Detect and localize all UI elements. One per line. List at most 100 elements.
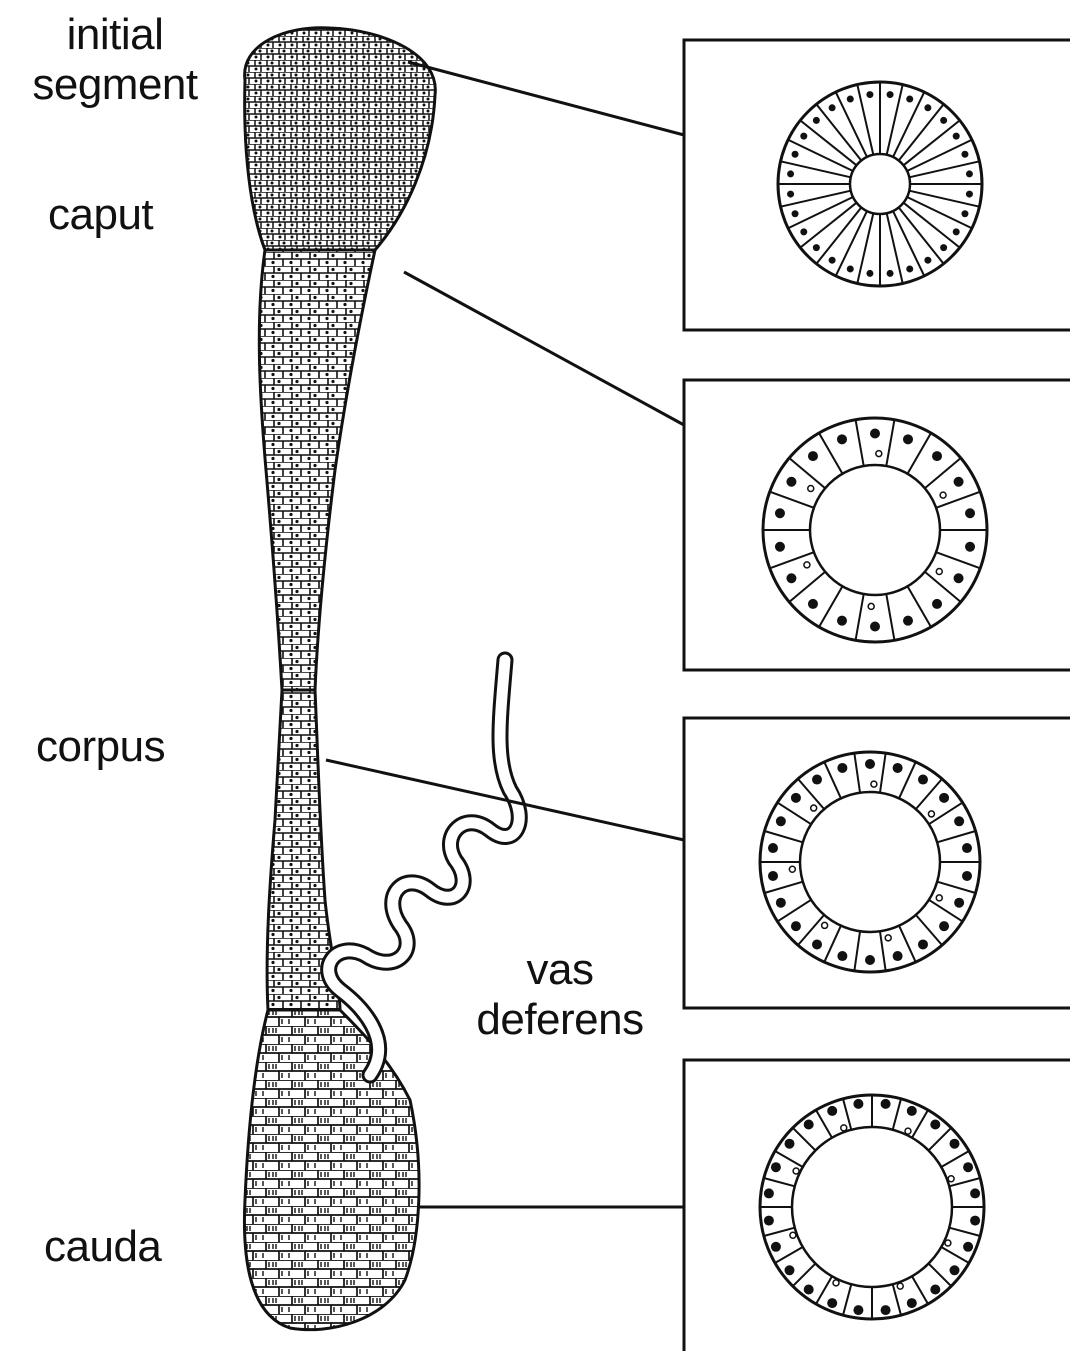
- cell-nucleus: [787, 191, 794, 198]
- cell-nucleus: [865, 759, 875, 769]
- cell-nucleus: [792, 210, 799, 217]
- cell-nucleus: [918, 775, 928, 785]
- cell-nucleus: [870, 622, 880, 632]
- cell-nucleus: [776, 816, 786, 826]
- cell-nucleus: [932, 599, 942, 609]
- cell-nucleus: [966, 191, 973, 198]
- cell-nucleus: [865, 955, 875, 965]
- cell-nucleus: [764, 1188, 774, 1198]
- cell-nucleus: [768, 843, 778, 853]
- cell-nucleus: [893, 763, 903, 773]
- cross-section-corpus-lumen: [800, 792, 940, 932]
- cell-nucleus: [950, 1265, 960, 1275]
- cell-nucleus: [812, 775, 822, 785]
- cell-nucleus: [786, 573, 796, 583]
- caput-body: [259, 250, 375, 690]
- cell-nucleus: [786, 477, 796, 487]
- cross-section-corpus: [684, 718, 1070, 1008]
- cell-nucleus: [907, 1106, 917, 1116]
- leader-line-initial-segment: [408, 62, 684, 135]
- cell-nucleus: [837, 616, 847, 626]
- cell-nucleus: [954, 898, 964, 908]
- cross-section-cauda-lumen: [792, 1127, 952, 1287]
- cell-nucleus: [970, 1188, 980, 1198]
- cell-nucleus: [870, 429, 880, 439]
- cell-nucleus: [954, 477, 964, 487]
- cell-nucleus: [950, 1139, 960, 1149]
- cell-nucleus: [924, 257, 931, 264]
- cell-nucleus: [775, 508, 785, 518]
- cell-nucleus: [853, 1305, 863, 1315]
- label-initial-segment-line1: initial: [10, 10, 220, 60]
- cell-nucleus: [866, 270, 873, 277]
- cell-nucleus: [932, 451, 942, 461]
- cell-nucleus: [953, 133, 960, 140]
- cell-nucleus: [887, 270, 894, 277]
- cross-section-caput: [684, 380, 1070, 670]
- cell-nucleus: [776, 898, 786, 908]
- cell-nucleus: [784, 1139, 794, 1149]
- cell-nucleus: [808, 599, 818, 609]
- cell-nucleus: [966, 170, 973, 177]
- cell-nucleus: [962, 871, 972, 881]
- cell-nucleus: [813, 244, 820, 251]
- label-vas-deferens: vas deferens: [455, 945, 665, 1045]
- cell-nucleus: [764, 1216, 774, 1226]
- cauda-body: [244, 1010, 419, 1330]
- cell-nucleus: [940, 244, 947, 251]
- cell-nucleus: [771, 1242, 781, 1252]
- cell-nucleus: [775, 542, 785, 552]
- cell-nucleus: [940, 117, 947, 124]
- cell-nucleus: [906, 96, 913, 103]
- cross-section-initial-segment-lumen: [850, 154, 910, 214]
- cross-section-initial-segment: [684, 40, 1070, 330]
- cell-nucleus: [792, 151, 799, 158]
- cell-nucleus: [800, 133, 807, 140]
- cell-nucleus: [787, 170, 794, 177]
- cell-nucleus: [906, 265, 913, 272]
- cell-nucleus: [791, 921, 801, 931]
- cell-nucleus: [829, 257, 836, 264]
- cell-nucleus: [800, 228, 807, 235]
- epididymis-body: [244, 28, 435, 1330]
- cell-nucleus: [837, 763, 847, 773]
- cell-nucleus: [961, 210, 968, 217]
- cell-nucleus: [847, 265, 854, 272]
- cell-nucleus: [881, 1099, 891, 1109]
- cell-nucleus: [954, 816, 964, 826]
- cell-nucleus: [963, 1242, 973, 1252]
- cell-nucleus: [965, 542, 975, 552]
- cell-nucleus: [866, 91, 873, 98]
- cross-section-cauda: [684, 1060, 1070, 1351]
- cell-nucleus: [965, 508, 975, 518]
- cell-nucleus: [887, 91, 894, 98]
- cell-nucleus: [813, 117, 820, 124]
- cell-nucleus: [930, 1285, 940, 1295]
- label-initial-segment-line2: segment: [10, 60, 220, 110]
- cell-nucleus: [812, 939, 822, 949]
- cell-nucleus: [918, 939, 928, 949]
- cell-nucleus: [963, 1162, 973, 1172]
- cell-nucleus: [881, 1305, 891, 1315]
- label-caput: caput: [48, 190, 153, 240]
- initial-segment-head: [245, 28, 436, 250]
- cell-nucleus: [837, 434, 847, 444]
- cell-nucleus: [930, 1119, 940, 1129]
- label-initial-segment: initial segment: [10, 10, 220, 110]
- cell-nucleus: [903, 616, 913, 626]
- cell-nucleus: [847, 96, 854, 103]
- cell-nucleus: [939, 921, 949, 931]
- cell-nucleus: [853, 1099, 863, 1109]
- leader-line-caput: [404, 272, 684, 425]
- cell-nucleus: [939, 793, 949, 803]
- label-vas-deferens-line1: vas: [455, 945, 665, 995]
- label-cauda: cauda: [44, 1222, 161, 1272]
- cell-nucleus: [784, 1265, 794, 1275]
- cross-section-caput-lumen: [810, 465, 940, 595]
- cell-nucleus: [837, 951, 847, 961]
- cell-nucleus: [804, 1119, 814, 1129]
- label-corpus: corpus: [36, 722, 165, 772]
- cell-nucleus: [827, 1298, 837, 1308]
- cell-nucleus: [791, 793, 801, 803]
- cell-nucleus: [804, 1285, 814, 1295]
